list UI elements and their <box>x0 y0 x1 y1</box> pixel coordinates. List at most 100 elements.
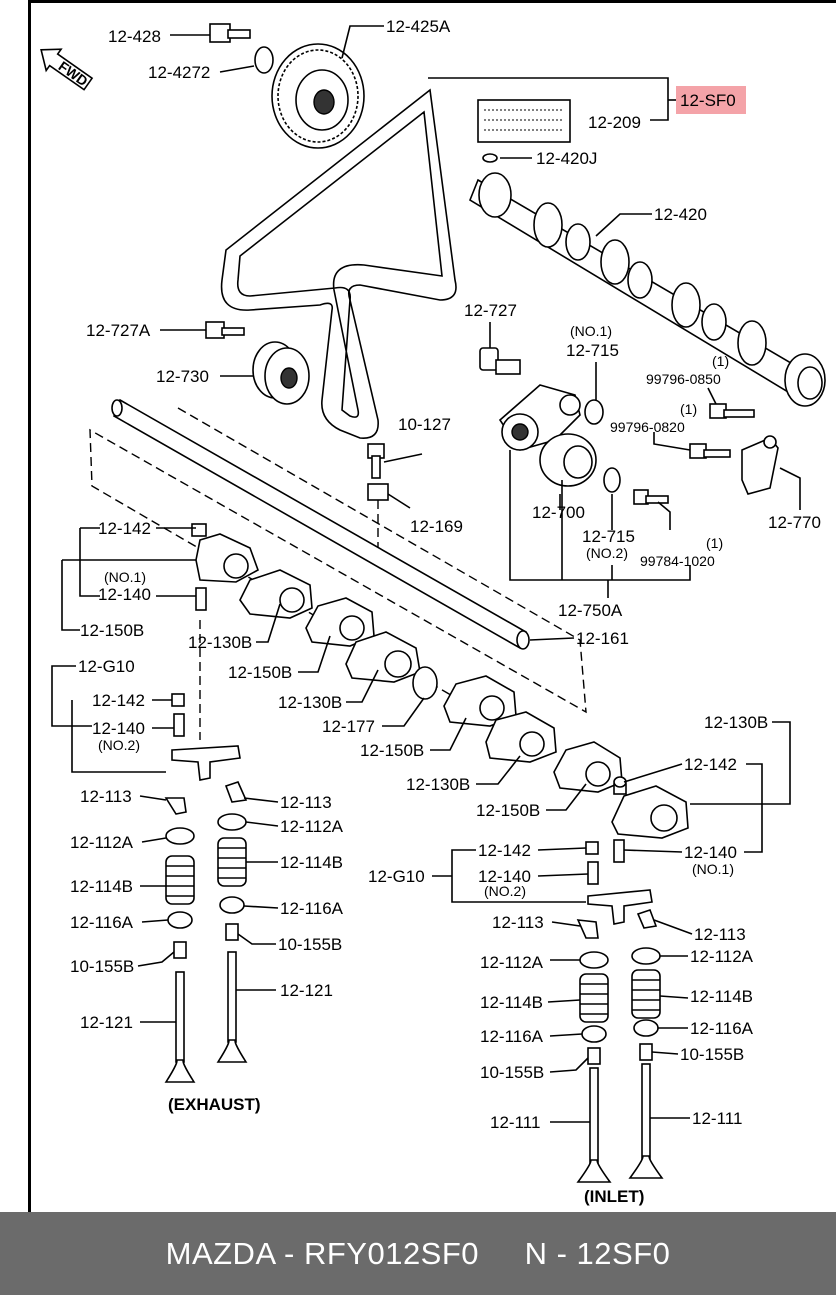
label-12-150b-a: 12-150B <box>80 621 144 640</box>
spring-seat-right-b <box>633 1019 659 1037</box>
inlet-valve-b <box>628 1063 664 1179</box>
label-12-140-d: 12-140 <box>478 867 531 886</box>
valve-seal-left-b <box>225 923 239 941</box>
label-10-155b-b: 10-155B <box>278 935 342 954</box>
label-12-150b-b: 12-150B <box>228 663 292 682</box>
label-10-155b-c: 10-155B <box>480 1063 544 1082</box>
retainer-left-a <box>165 827 195 845</box>
screw-left-2 <box>173 713 185 737</box>
label-1-b: (1) <box>680 401 697 417</box>
adjust-screw-left <box>195 587 207 611</box>
rocker-arm-7 <box>553 741 623 793</box>
label-12-425a: 12-425A <box>386 17 451 36</box>
label-12-130b-a: 12-130B <box>188 633 252 652</box>
label-12-116a-b: 12-116A <box>280 899 344 918</box>
label-no1-b: (NO.1) <box>104 569 146 585</box>
hydraulic-pin <box>479 347 521 375</box>
rocker-shaft-outline <box>89 407 587 714</box>
tensioner-bolt <box>205 321 245 339</box>
rocker-arm-1 <box>191 523 259 583</box>
label-12-111-a: 12-111 <box>490 1113 540 1132</box>
nut-right-b <box>585 841 599 855</box>
label-12-114b-b: 12-114B <box>280 853 343 872</box>
label-no2-b: (NO.2) <box>98 737 140 753</box>
label-12-4272: 12-4272 <box>148 63 210 82</box>
camshaft-pulley <box>271 43 365 149</box>
label-12-114b-d: 12-114B <box>690 987 753 1006</box>
label-12-142-d: 12-142 <box>478 841 531 860</box>
timing-belt <box>220 88 457 439</box>
label-12-161: 12-161 <box>576 629 629 648</box>
label-inlet: (INLET) <box>584 1187 644 1206</box>
label-12-111-b: 12-111 <box>692 1109 742 1128</box>
pulley-bolt <box>209 23 251 43</box>
footer-part-number: MAZDA - RFY012SF0 N - 12SF0 <box>165 1235 671 1271</box>
label-12-sf0: 12-SF0 <box>680 91 736 110</box>
label-12-140-a: 12-140 <box>98 585 151 604</box>
valve-spring-right-b <box>631 969 661 1019</box>
label-99796-0820: 99796-0820 <box>610 419 685 435</box>
retainer-left-b <box>217 813 247 831</box>
bridge-right <box>587 889 653 925</box>
valve-spring-left-b <box>217 837 247 887</box>
label-12-130b-c: 12-130B <box>406 775 470 794</box>
label-12-715-a: 12-715 <box>566 341 619 360</box>
spring-seat-left-b <box>219 896 245 914</box>
label-12-112a-d: 12-112A <box>690 947 754 966</box>
label-12-142-c: 12-142 <box>684 755 737 774</box>
spring-12-177 <box>412 666 438 700</box>
pulley-washer <box>254 46 274 74</box>
bolt-99796-0850 <box>709 403 755 419</box>
screw-right-b <box>587 861 599 885</box>
label-1-a: (1) <box>712 353 729 369</box>
label-12-142-a: 12-142 <box>98 519 151 538</box>
label-12-130b-b: 12-130B <box>278 693 342 712</box>
cotter-right-b <box>636 908 658 929</box>
rocker-arm-3 <box>305 597 375 647</box>
label-12-121-b: 12-121 <box>280 981 333 1000</box>
tensioner-pulley <box>252 341 310 405</box>
label-12-130b-d: 12-130B <box>704 713 768 732</box>
washer-no2 <box>603 467 621 493</box>
label-12-114b-a: 12-114B <box>70 877 133 896</box>
bolt-10-127 <box>367 443 385 479</box>
camshaft-key <box>482 153 498 163</box>
label-exhaust: (EXHAUST) <box>168 1095 261 1114</box>
exhaust-valve-b <box>216 951 248 1063</box>
forward-arrow-icon: FWD <box>40 48 94 91</box>
footer-bar: MAZDA - RFY012SF0 N - 12SF0 <box>0 1212 836 1295</box>
nut-left <box>171 693 185 707</box>
label-12-428: 12-428 <box>108 27 161 46</box>
rocker-shaft <box>111 398 530 650</box>
cotter-left-a <box>164 797 187 815</box>
label-12-113-a: 12-113 <box>80 787 132 806</box>
label-12-116a-c: 12-116A <box>480 1027 544 1046</box>
label-12-169: 12-169 <box>410 517 463 536</box>
rocker-arm-8 <box>611 783 689 839</box>
label-99796-0850: 99796-0850 <box>646 371 721 387</box>
label-12-420: 12-420 <box>654 205 707 224</box>
label-sticker <box>477 99 571 143</box>
label-12-g10-a: 12-G10 <box>78 657 135 676</box>
parts-diagram: FWD <box>40 17 826 1206</box>
bolt-99796-0820 <box>689 443 731 459</box>
frame-left-border <box>28 0 31 1212</box>
label-12-116a-d: 12-116A <box>690 1019 754 1038</box>
label-12-142-b: 12-142 <box>92 691 145 710</box>
spring-seat-left-a <box>167 911 193 929</box>
label-1-c: (1) <box>706 535 723 551</box>
valve-seal-right-a <box>587 1047 601 1065</box>
label-12-715-b: 12-715 <box>582 527 635 546</box>
label-12-209: 12-209 <box>588 113 641 132</box>
label-12-150b-d: 12-150B <box>476 801 540 820</box>
label-12-113-c: 12-113 <box>492 913 544 932</box>
rocker-arm-4 <box>345 631 421 683</box>
valve-seal-right-b <box>639 1043 653 1061</box>
rocker-arm-2 <box>239 569 313 619</box>
spring-seat-right-a <box>581 1025 607 1043</box>
label-12-112a-c: 12-112A <box>480 953 544 972</box>
exhaust-valve-a <box>164 971 196 1083</box>
label-12-770: 12-770 <box>768 513 821 532</box>
label-12-112a-b: 12-112A <box>280 817 344 836</box>
valve-seal-left-a <box>173 941 187 959</box>
